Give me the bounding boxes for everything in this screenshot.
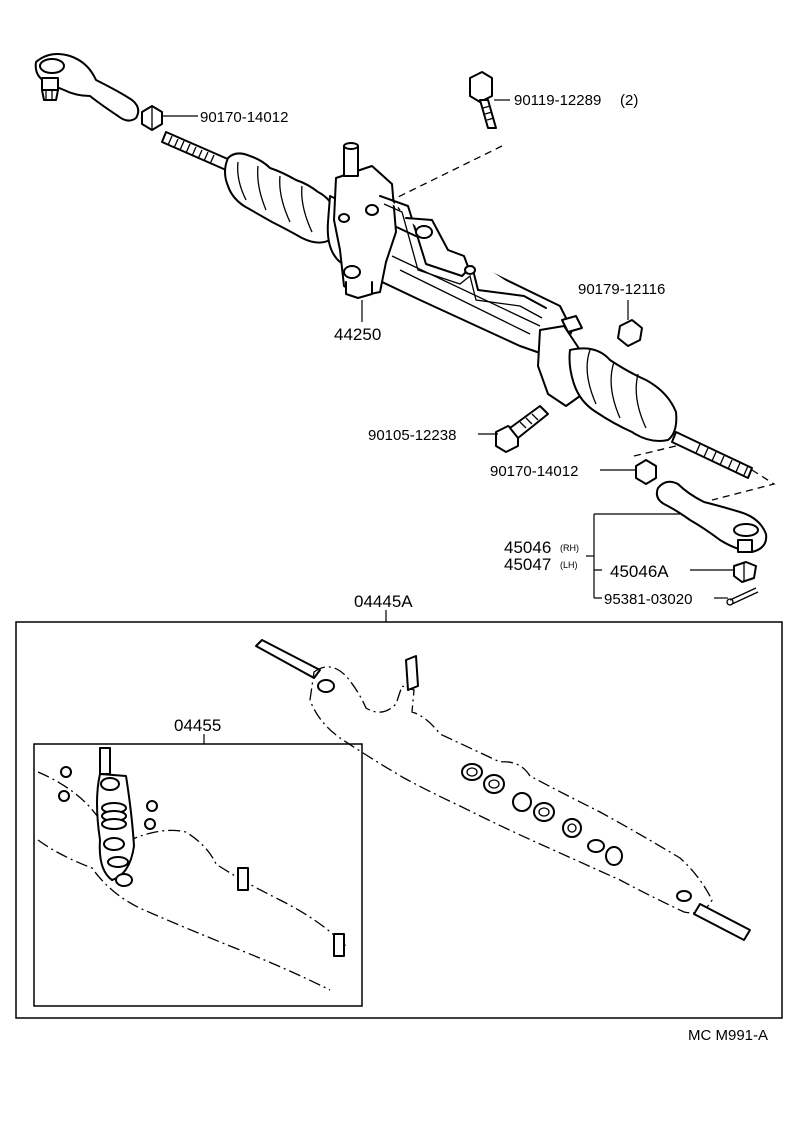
label-union-bolt-qty: (2) [620,92,638,109]
label-seal-kit: 04455 [174,716,221,735]
tie-rod-end-lower-right [655,480,768,553]
label-tie-rod-end-rh: 45046 [504,538,551,557]
label-cotter-pin: 95381-03020 [604,591,692,608]
seal-kit-detail [37,747,347,991]
lock-nut-lower [635,459,657,485]
lower-right-dashed-box [633,445,776,501]
rack-boot-right [537,315,678,442]
label-gasket-kit: 04445A [354,592,413,611]
gasket-kit-box [15,621,783,1019]
nut-right [617,319,643,347]
mount-bolt [495,405,549,453]
tie-rod-threaded-shaft-left [161,131,231,171]
valve-body [333,142,397,299]
label-nut-lower: 90170-14012 [490,463,578,480]
label-mount-bolt: 90105-12238 [368,427,456,444]
seal-kit-box [33,743,363,1007]
lock-nut-upper [141,105,163,131]
tie-rod-threaded-shaft-right [671,431,753,479]
label-tie-rod-end-lh: 45047 [504,555,551,574]
hydraulic-lines [379,195,547,319]
diagram-id: MC M991-A [688,1027,768,1044]
label-tie-rod-end-rh-side: (RH) [560,543,579,553]
label-union-bolt: 90119-12289 [514,92,601,109]
union-bolt [469,71,497,129]
bracket-tie-rod-end [593,513,680,599]
rack-boot-left [224,152,337,244]
tie-rod-end-upper-left [34,53,140,122]
label-nut-upper: 90170-14012 [200,109,288,126]
castle-nut [733,561,757,583]
union-bolt-path [390,145,503,211]
label-castle-nut: 45046A [610,562,669,581]
kit-seal-rings [461,763,623,866]
label-rack-assembly: 44250 [334,325,381,344]
label-nut-right: 90179-12116 [578,281,665,298]
label-tie-rod-end-lh-side: (LH) [560,560,578,570]
kit-rack-outline [255,639,751,941]
cotter-pin [726,587,759,606]
